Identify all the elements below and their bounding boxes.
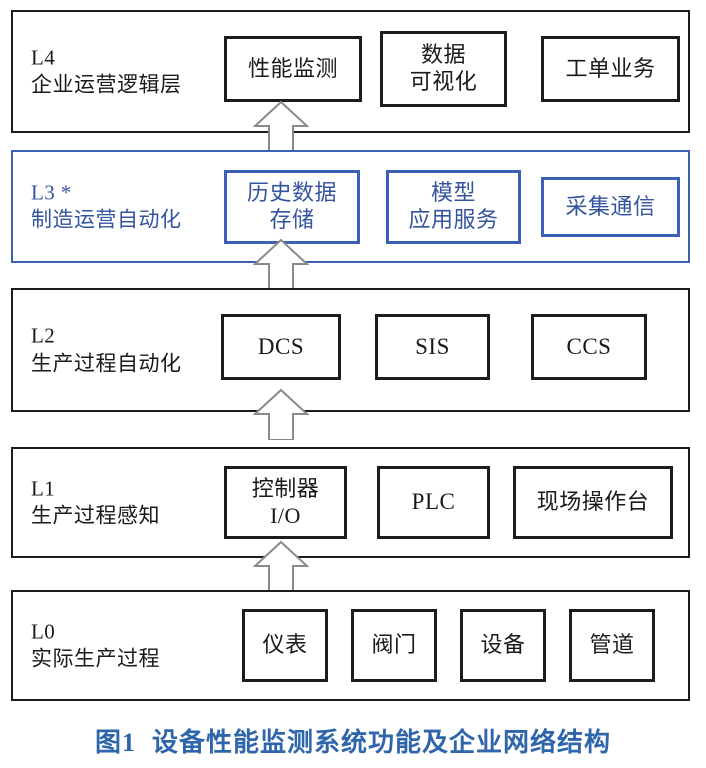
node-label: 历史数据 bbox=[246, 180, 337, 206]
layer-l3-code: L3 * bbox=[31, 179, 72, 204]
figure-caption-number: 图1 bbox=[94, 728, 136, 757]
node-field-operator-station[interactable]: 现场操作台 bbox=[513, 466, 673, 539]
node-label: 设备 bbox=[480, 632, 526, 658]
layer-l0-label: L0 实际生产过程 bbox=[31, 618, 160, 673]
layer-l4-label: L4 企业运营逻辑层 bbox=[31, 44, 182, 99]
node-instrument[interactable]: 仪表 bbox=[242, 609, 328, 682]
node-acquisition-communication[interactable]: 采集通信 bbox=[541, 177, 680, 237]
node-label: 现场操作台 bbox=[536, 489, 650, 515]
node-label: 存储 bbox=[269, 207, 315, 232]
node-label: 应用服务 bbox=[408, 207, 499, 232]
node-label: I/O bbox=[270, 502, 301, 528]
node-label: 管道 bbox=[589, 632, 635, 658]
node-label: 可视化 bbox=[409, 69, 478, 94]
layer-l2-name: 生产过程自动化 bbox=[31, 351, 182, 375]
node-controller-io[interactable]: 控制器 I/O bbox=[224, 466, 347, 539]
node-historical-data-storage[interactable]: 历史数据 存储 bbox=[224, 170, 360, 244]
layer-l2-label: L2 生产过程自动化 bbox=[31, 322, 182, 377]
node-label: 工单业务 bbox=[565, 55, 656, 81]
node-equipment[interactable]: 设备 bbox=[460, 609, 546, 682]
node-label: 仪表 bbox=[262, 632, 308, 658]
layer-l3-name: 制造运营自动化 bbox=[31, 207, 182, 232]
node-label: 采集通信 bbox=[565, 193, 656, 219]
layer-l3-label: L3 * 制造运营自动化 bbox=[31, 179, 182, 234]
node-sis[interactable]: SIS bbox=[375, 314, 490, 380]
layer-l1-name: 生产过程感知 bbox=[31, 503, 160, 528]
layer-l2: L2 生产过程自动化 DCS SIS CCS bbox=[11, 288, 690, 412]
node-label: 性能监测 bbox=[247, 55, 338, 81]
node-label: CCS bbox=[566, 333, 612, 359]
node-label: SIS bbox=[415, 333, 450, 359]
node-model-application-service[interactable]: 模型 应用服务 bbox=[386, 170, 521, 244]
node-label: 模型 bbox=[430, 180, 476, 206]
node-label: 阀门 bbox=[371, 632, 417, 658]
layer-l4: L4 企业运营逻辑层 性能监测 模型 数据 可视化 工单业务 bbox=[11, 10, 690, 133]
layer-l4-name: 企业运营逻辑层 bbox=[31, 72, 182, 97]
node-label: 数据 bbox=[420, 42, 466, 68]
layer-l0-name: 实际生产过程 bbox=[31, 646, 160, 671]
node-label: DCS bbox=[257, 333, 305, 359]
layer-l0-code: L0 bbox=[31, 618, 56, 643]
figure-caption: 图1 设备性能监测系统功能及企业网络结构 bbox=[0, 722, 706, 759]
layer-l1-code: L1 bbox=[31, 475, 56, 500]
node-plc[interactable]: PLC bbox=[377, 466, 490, 539]
layer-l1: L1 生产过程感知 控制器 I/O PLC 现场操作台 bbox=[11, 447, 690, 558]
node-work-order-business[interactable]: 工单业务 bbox=[541, 36, 680, 102]
figure-caption-text: 设备性能监测系统功能及企业网络结构 bbox=[152, 728, 612, 757]
node-data-visualization[interactable]: 模型 数据 可视化 bbox=[380, 31, 507, 107]
layer-l0: L0 实际生产过程 仪表 阀门 设备 管道 bbox=[11, 590, 690, 701]
layer-l3: L3 * 制造运营自动化 历史数据 存储 模型 应用服务 采集通信 bbox=[11, 150, 690, 263]
node-label: PLC bbox=[411, 489, 456, 515]
node-valve[interactable]: 阀门 bbox=[351, 609, 437, 682]
layer-l1-label: L1 生产过程感知 bbox=[31, 475, 160, 530]
node-pipeline[interactable]: 管道 bbox=[569, 609, 655, 682]
node-dcs[interactable]: DCS bbox=[221, 314, 341, 380]
node-performance-monitoring[interactable]: 性能监测 bbox=[224, 36, 362, 102]
layer-l4-code: L4 bbox=[31, 44, 56, 69]
node-ccs[interactable]: CCS bbox=[531, 314, 647, 380]
node-label: 控制器 bbox=[251, 475, 320, 501]
layer-l2-code: L2 bbox=[31, 323, 56, 348]
